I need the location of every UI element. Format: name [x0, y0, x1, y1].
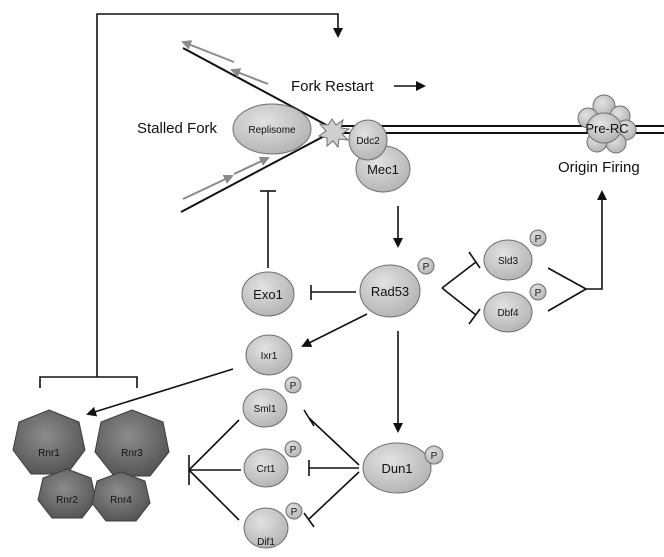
rad53-inhibits-sld3-dbf4	[441, 251, 481, 325]
ixr1-node: Ixr1	[245, 334, 293, 376]
phospho-icon	[417, 257, 435, 275]
crt1-node: Crt1 P	[243, 440, 302, 488]
svg-text:Dun1: Dun1	[381, 461, 412, 476]
replisome-node: Replisome	[232, 103, 312, 155]
svg-text:Dif1: Dif1	[257, 537, 275, 548]
phospho-icon	[284, 376, 302, 394]
svg-text:Rnr3: Rnr3	[121, 448, 143, 459]
svg-text:Mec1: Mec1	[367, 162, 399, 177]
rad53-node: Rad53 P	[359, 257, 435, 318]
stall-burst-icon	[317, 118, 351, 149]
svg-text:P: P	[535, 288, 542, 299]
ddc2-node: Ddc2	[348, 119, 388, 161]
phospho-icon	[529, 283, 547, 301]
rnr-bracket	[39, 376, 138, 388]
exo1-inhibits-fork	[260, 190, 276, 268]
svg-text:Pre-RC: Pre-RC	[585, 121, 628, 136]
svg-text:Exo1: Exo1	[253, 287, 283, 302]
stalled-fork-label: Stalled Fork	[137, 120, 218, 137]
svg-text:Sld3: Sld3	[498, 256, 518, 267]
svg-text:Rnr2: Rnr2	[56, 495, 78, 506]
sld3-dbf4-to-origin-arrow	[547, 190, 607, 312]
origin-firing-label: Origin Firing	[558, 159, 640, 176]
phospho-icon	[285, 502, 303, 520]
svg-text:Sml1: Sml1	[254, 404, 277, 415]
rnr4-node: Rnr4	[91, 471, 151, 522]
svg-text:Rnr1: Rnr1	[38, 448, 60, 459]
fork-restart-label: Fork Restart	[291, 78, 374, 95]
sld3-node: Sld3 P	[483, 229, 547, 281]
svg-text:Dbf4: Dbf4	[497, 308, 519, 319]
svg-text:Ddc2: Ddc2	[356, 136, 380, 147]
phospho-icon	[529, 229, 547, 247]
repressors-inhibit-rnr	[188, 419, 241, 521]
rnr1-node: Rnr1	[12, 409, 86, 475]
svg-text:Crt1: Crt1	[257, 464, 276, 475]
ixr1-to-rnr-arrow	[86, 368, 234, 417]
svg-text:Ixr1: Ixr1	[261, 351, 278, 362]
phospho-icon	[424, 445, 444, 465]
svg-text:Rnr4: Rnr4	[110, 495, 132, 506]
svg-text:P: P	[290, 381, 297, 392]
phospho-icon	[284, 440, 302, 458]
svg-text:Rad53: Rad53	[371, 284, 409, 299]
svg-text:P: P	[291, 507, 298, 518]
rad53-to-ixr1-arrow	[301, 313, 368, 347]
svg-text:Replisome: Replisome	[248, 125, 296, 136]
svg-text:P: P	[431, 451, 438, 462]
fork-arrows	[181, 40, 270, 200]
exo1-node: Exo1	[241, 271, 295, 317]
rad53-inhibits-exo1	[310, 285, 356, 300]
svg-text:P: P	[535, 234, 542, 245]
rnr2-node: Rnr2	[37, 468, 97, 519]
dun1-node: Dun1 P	[362, 442, 444, 494]
dbf4-node: Dbf4 P	[483, 283, 547, 333]
feedback-line	[96, 13, 343, 377]
sml1-node: Sml1 P	[242, 376, 302, 428]
svg-text:P: P	[290, 445, 297, 456]
rnr3-node: Rnr3	[94, 409, 170, 477]
pre-rc-node: Pre-RC	[577, 94, 637, 154]
dif1-node: Dif1 P	[243, 502, 303, 549]
svg-text:P: P	[423, 262, 430, 273]
dun1-inhibits-repressors	[303, 409, 360, 528]
